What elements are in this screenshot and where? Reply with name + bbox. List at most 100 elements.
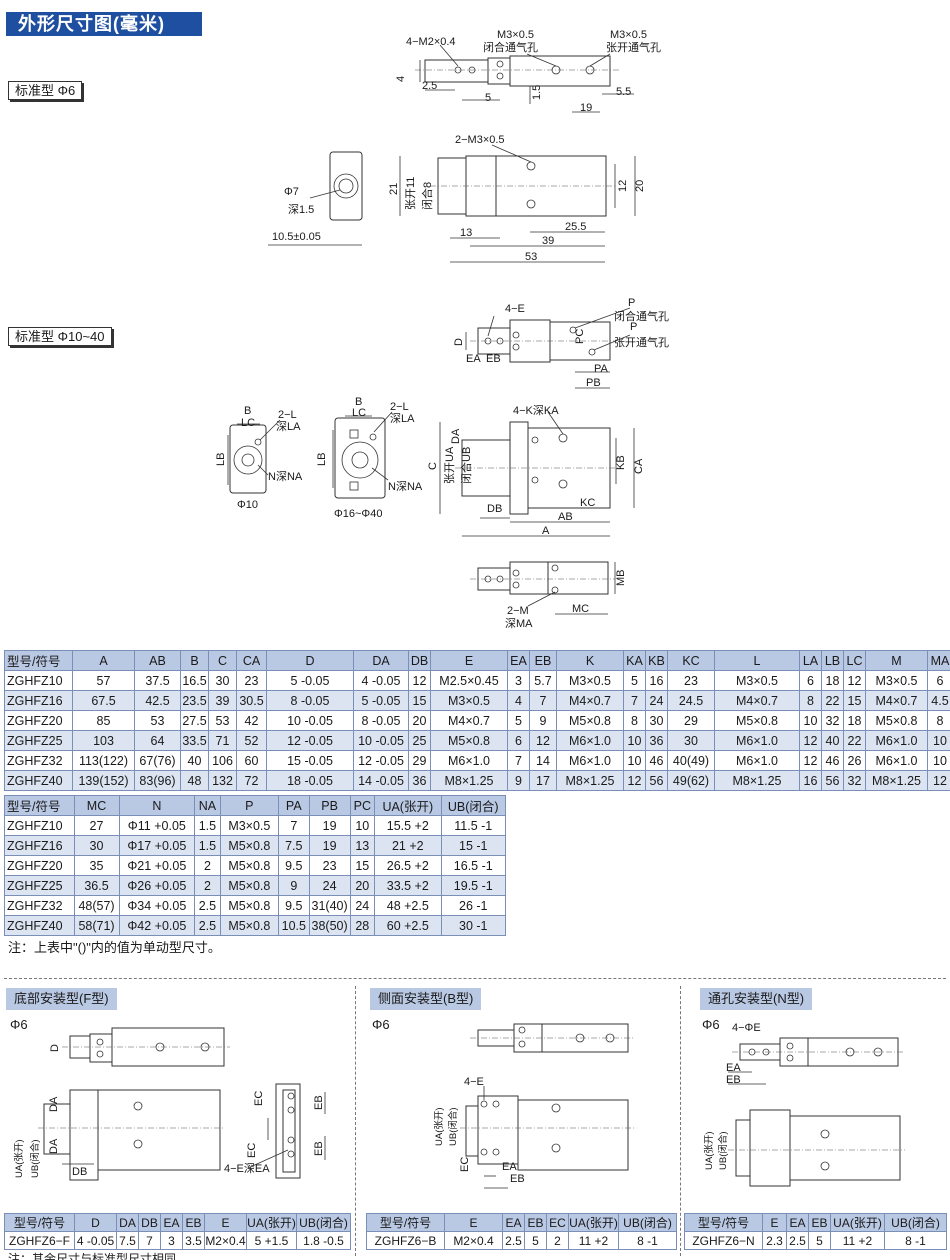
- dimension-drawings: 4−M2×0.4 M3×0.5 闭合通气孔 M3×0.5 张开通气孔 2.5 5…: [215, 29, 669, 630]
- column-header: L: [714, 650, 800, 671]
- table-cell: 13: [349, 835, 376, 856]
- table-cell: 40: [180, 750, 209, 771]
- table-cell: M8×1.25: [865, 770, 928, 791]
- label-d4-lb: LB: [215, 453, 227, 466]
- label-d6-ca: CA: [633, 458, 645, 474]
- table-cell: 7: [277, 815, 310, 836]
- table-cell: 56: [645, 770, 668, 791]
- column-header: KB: [645, 650, 668, 671]
- column-header: E: [430, 650, 508, 671]
- label-d7-mc: MC: [572, 603, 589, 615]
- divider-vertical-1: [355, 986, 356, 1256]
- table-cell: 16.5 -1: [440, 855, 507, 876]
- table-cell: 56: [821, 770, 844, 791]
- label-d2-2m3: 2−M3×0.5: [455, 134, 505, 146]
- column-header: 型号/符号: [684, 1213, 763, 1232]
- table-cell: 5 -0.05: [266, 670, 354, 691]
- label-b-ub: UB(闭合): [447, 1107, 459, 1146]
- column-header: EA: [502, 1213, 525, 1232]
- label-d1-5-5: 5.5: [616, 86, 631, 98]
- column-header: UA(张开): [830, 1213, 885, 1232]
- table-cell: 12: [623, 770, 646, 791]
- column-header: D: [74, 1213, 117, 1232]
- table-cell: 7: [623, 690, 646, 711]
- table-cell: 46: [645, 750, 668, 771]
- label-d6-4k: 4−K深KA: [513, 404, 559, 417]
- table-cell: M4×0.7: [714, 690, 800, 711]
- table-cell: ZGHFZ16: [4, 835, 75, 856]
- label-d2-21: 21: [388, 183, 400, 195]
- column-header: UA(张开): [568, 1213, 619, 1232]
- table-cell: 42.5: [134, 690, 181, 711]
- column-header: E: [762, 1213, 787, 1232]
- table-cell: 7.5: [277, 835, 310, 856]
- column-header: EA: [507, 650, 530, 671]
- table-cell: 1.8 -0.5: [296, 1231, 351, 1250]
- drawing-std-bottom: MB 2−M 深MA MC: [470, 561, 627, 630]
- table-cell: 22: [821, 690, 844, 711]
- table-cell: 49(62): [667, 770, 715, 791]
- table-cell: M8×1.25: [430, 770, 508, 791]
- label-f-db: DB: [72, 1166, 87, 1178]
- table-cell: 23.5: [180, 690, 209, 711]
- table-cell: M6×1.0: [714, 750, 800, 771]
- table-cell: 5 -0.05: [353, 690, 409, 711]
- table-cell: 53: [134, 710, 181, 731]
- label-f-ub: UB(闭合): [29, 1139, 41, 1178]
- table-cell: ZGHFZ40: [4, 915, 75, 936]
- label-d1-close-port: M3×0.5: [497, 29, 534, 41]
- table-cell: 10: [623, 750, 646, 771]
- table-cell: 4 -0.05: [74, 1231, 117, 1250]
- table-cell: 8 -0.05: [353, 710, 409, 731]
- table-cell: Φ21 +0.05: [118, 855, 196, 876]
- table-cell: 11 +2: [830, 1231, 885, 1250]
- label-d3-d: D: [453, 338, 465, 346]
- spec-table-main: 型号/符号AABBCCADDADBEEAEBKKAKBKCLLALBLCMMAM…: [4, 650, 950, 791]
- column-header: KA: [623, 650, 646, 671]
- table-cell: 28: [349, 915, 376, 936]
- table-cell: 3: [160, 1231, 183, 1250]
- table-cell: 1.5: [194, 815, 221, 836]
- label-d1-open-port-text: 张开通气孔: [606, 40, 661, 54]
- table-cell: 85: [72, 710, 135, 731]
- label-f-ec2: EC: [246, 1143, 258, 1158]
- column-header: UB(闭合): [440, 795, 507, 816]
- table-cell: 6: [507, 730, 530, 751]
- label-b-ea: EA: [502, 1161, 517, 1173]
- table-cell: M5×0.8: [430, 730, 508, 751]
- label-d6-a: A: [542, 525, 550, 537]
- table-note: 注：上表中"()"内的值为单动型尺寸。: [8, 940, 221, 955]
- table-cell: M3×0.5: [556, 670, 624, 691]
- table-cell: 18: [821, 670, 844, 691]
- table-cell: 30: [667, 730, 715, 751]
- table-cell: 46: [821, 750, 844, 771]
- mount-b-title: 侧面安装型(B型): [370, 988, 482, 1010]
- label-d2-25-5: 25.5: [565, 221, 586, 233]
- table-cell: 2: [194, 855, 221, 876]
- table-cell: 12: [408, 670, 431, 691]
- label-d5-nna: N深NA: [388, 480, 423, 493]
- table-cell: 48 +2.5: [374, 895, 442, 916]
- column-header: EC: [546, 1213, 569, 1232]
- table-cell: 10 -0.05: [353, 730, 409, 751]
- drawing-mount-b: 4−E UA(张开) UB(闭合) EC EA EB: [434, 1023, 635, 1189]
- table-cell: 2.5: [786, 1231, 809, 1250]
- table-cell: 16: [645, 670, 668, 691]
- column-header: M: [865, 650, 928, 671]
- drawing-mount-n: 4−ΦE EA EB UA(张开) UB(闭合): [704, 1022, 905, 1187]
- table-cell: 3: [507, 670, 530, 691]
- column-header: N: [118, 795, 196, 816]
- label-n-e: 4−ΦE: [732, 1022, 761, 1034]
- column-header: UA(张开): [374, 795, 442, 816]
- column-header: EB: [182, 1213, 205, 1232]
- table-cell: 19: [308, 835, 351, 856]
- column-header: LC: [843, 650, 866, 671]
- label-d1-1-5: 1.5: [531, 85, 543, 100]
- label-d3-pb: PB: [586, 377, 601, 389]
- table-cell: Φ42 +0.05: [118, 915, 196, 936]
- table-cell: 24: [645, 690, 668, 711]
- table-cell: 10: [349, 815, 376, 836]
